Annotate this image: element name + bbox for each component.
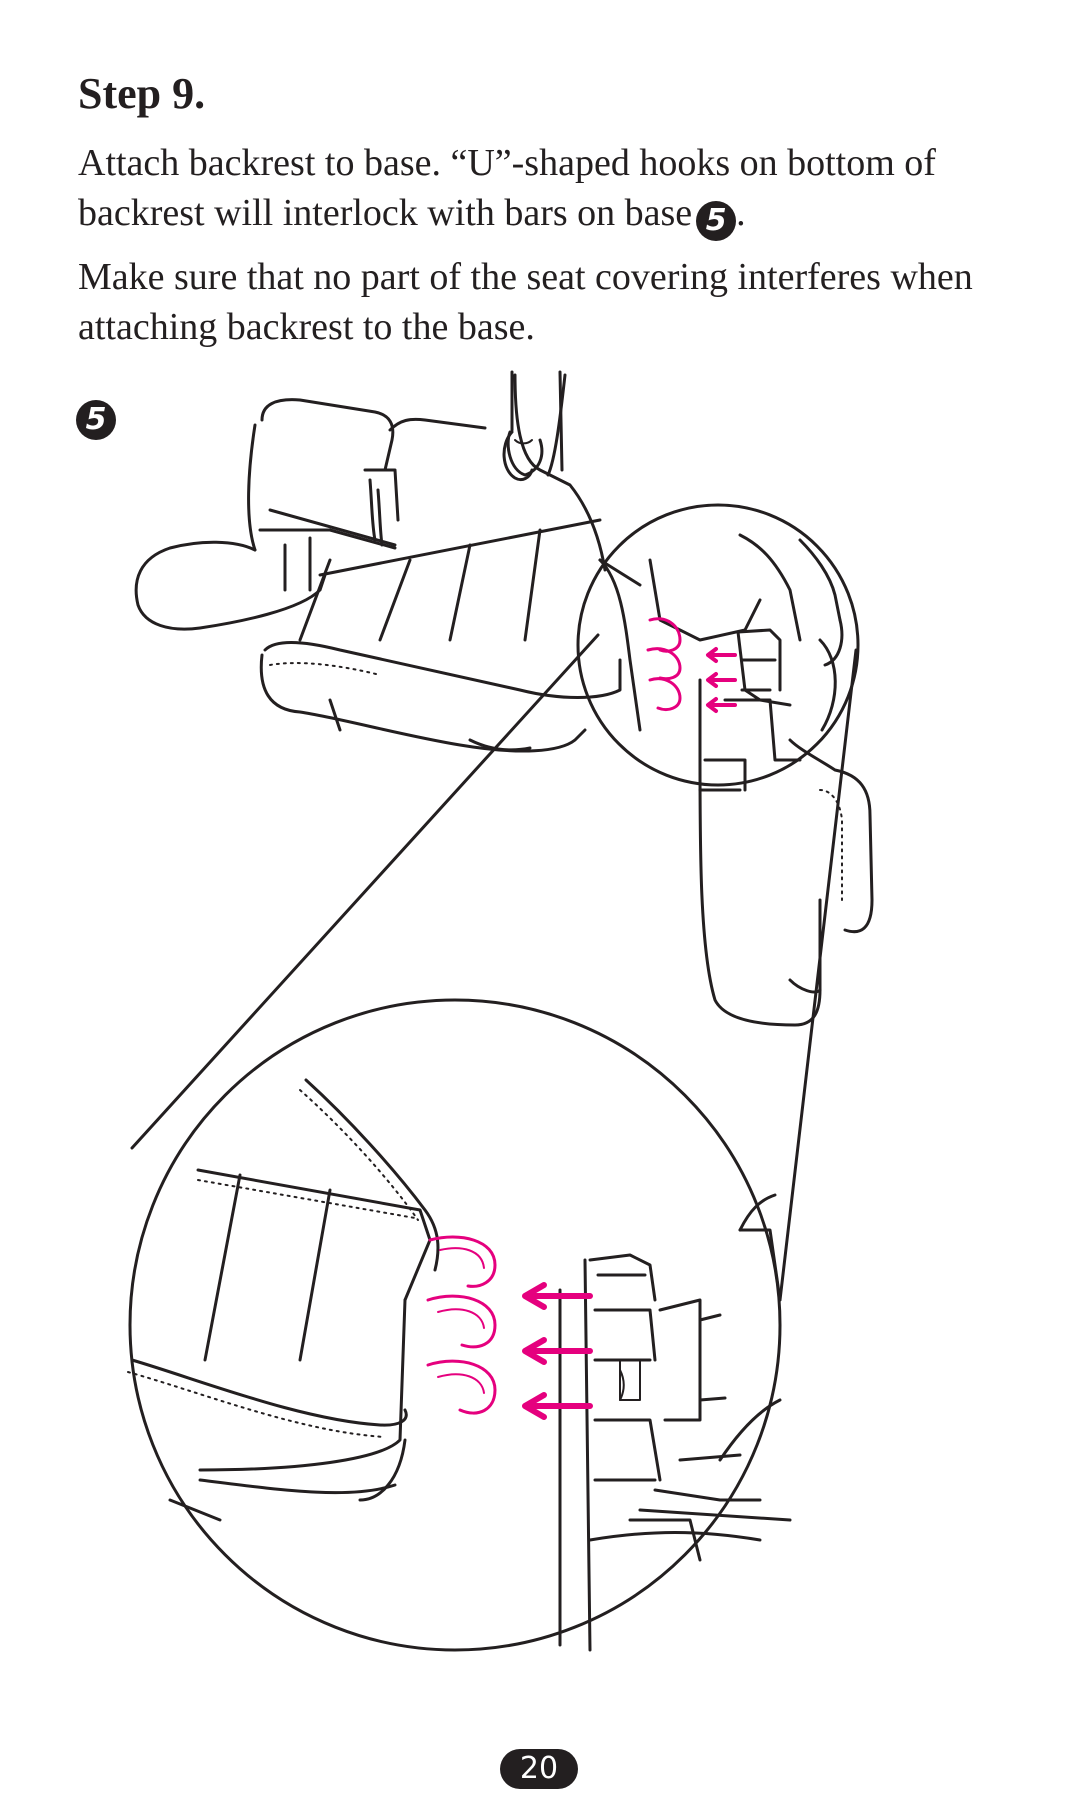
figure-reference-badge: 5 bbox=[696, 201, 737, 241]
small-detail-circle bbox=[576, 503, 860, 792]
instruction-paragraph-2: Make sure that no part of the seat cover… bbox=[78, 256, 973, 348]
instruction-text: Attach backrest to base. “U”-shaped hook… bbox=[78, 142, 936, 234]
step-heading: Step 9. bbox=[78, 69, 206, 118]
instruction-paragraph-1: Attach backrest to base. “U”-shaped hook… bbox=[78, 138, 1038, 241]
small-detail-hooks bbox=[646, 617, 682, 712]
large-detail-hooks bbox=[426, 1235, 497, 1415]
hand-drawing bbox=[502, 370, 564, 482]
page-number-badge: 20 bbox=[500, 1749, 578, 1789]
figure-number-badge: 5 bbox=[76, 400, 116, 440]
instruction-period: . bbox=[736, 192, 746, 234]
small-detail-arrows bbox=[706, 647, 737, 713]
large-detail-circle bbox=[127, 998, 792, 1652]
large-detail-arrows bbox=[522, 1282, 593, 1420]
backrest-drawing bbox=[506, 373, 874, 1027]
seat-base-drawing bbox=[134, 398, 622, 753]
magnifier-connector-lines bbox=[130, 633, 858, 1302]
